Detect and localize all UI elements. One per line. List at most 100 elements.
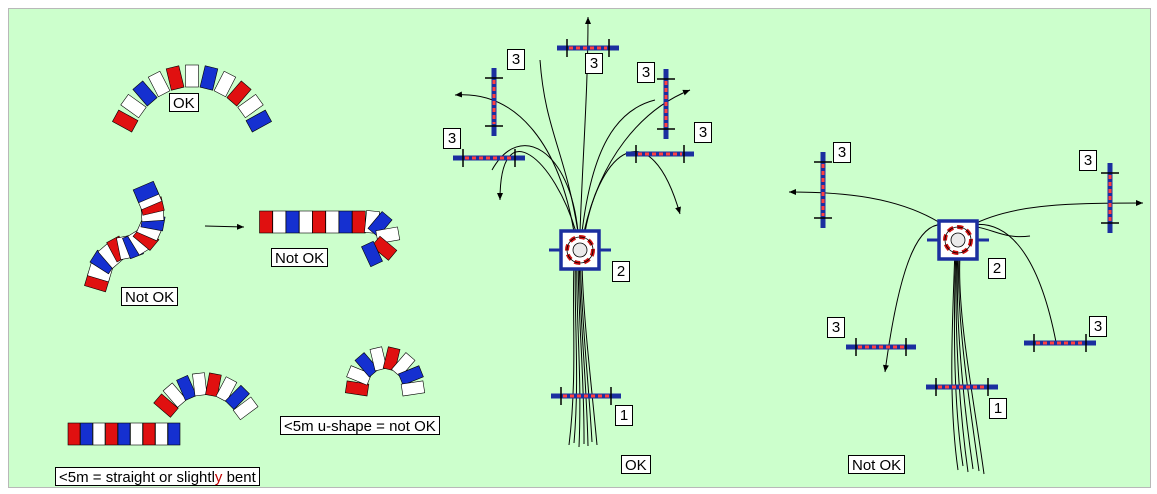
tunnel-hook-not-ok-label: Not OK: [271, 248, 329, 267]
right-run-path-lower: [953, 259, 964, 467]
tunnel-segment: [92, 422, 106, 446]
tunnel-not-ok-hook: [259, 210, 401, 268]
right-gate-lower-right: [1024, 334, 1096, 352]
tunnel-segment: [351, 210, 366, 234]
tire-outline: [566, 236, 594, 264]
tunnel-segment: [272, 210, 287, 234]
mid-tire: [549, 229, 611, 271]
obstacle-gates: [453, 39, 1119, 405]
mid-run-path-fan: [539, 59, 579, 233]
tunnel-segment: [192, 372, 208, 397]
tunnel-segment: [232, 396, 259, 421]
mid-run-path-lower: [579, 269, 589, 447]
tunnel-short-straight: [67, 422, 181, 446]
mid-gate-3-upper-right-label: 3: [637, 62, 655, 83]
right-tire: [927, 219, 989, 261]
mid-run-path-fan: [579, 16, 591, 233]
mid-diagram-caption: OK: [621, 455, 651, 474]
tunnel-segment: [237, 93, 264, 119]
right-gate-3-lower-right-label: 3: [1089, 316, 1107, 337]
tunnel-segment: [354, 352, 379, 378]
mid-run-path-lower: [580, 269, 593, 443]
mid-run-path-fan: [497, 151, 577, 233]
tunnel-segment: [325, 210, 340, 234]
mid-run-path-fan: [581, 99, 656, 233]
tunnel-segment: [226, 80, 252, 107]
right-diagram-caption: Not OK: [848, 455, 906, 474]
u-shape-rule-label: <5m u-shape = not OK: [280, 416, 440, 435]
right-run-path-lower: [956, 259, 974, 470]
right-run-path-lower: [951, 259, 959, 471]
run-paths: [204, 16, 1144, 475]
tunnel-segment: [105, 422, 118, 446]
tunnel-segment: [185, 64, 199, 88]
tunnel-segment: [67, 422, 81, 446]
tunnel-segment: [147, 70, 171, 98]
tire-hole: [950, 232, 966, 248]
mid-run-path-lower: [576, 269, 581, 448]
tunnel-segment: [285, 210, 300, 234]
tunnel-segment: [162, 382, 188, 408]
tunnel-segment: [344, 380, 370, 397]
right-gate-3-lower-left-label: 3: [827, 317, 845, 338]
mid-gate-start: [551, 387, 621, 405]
tunnel-segment: [367, 211, 393, 238]
tunnel-segment: [205, 372, 222, 398]
mid-gate-top: [557, 39, 619, 57]
right-tire-2-label: 2: [988, 258, 1006, 279]
mid-start-1-label: 1: [615, 405, 633, 426]
tunnel-tubes: [67, 64, 426, 446]
right-run-path-lower: [959, 259, 985, 475]
tunnel-segment: [224, 384, 250, 410]
right-run-path-lower: [955, 259, 969, 473]
right-gate-start: [926, 378, 998, 396]
mid-gate-3-right-label: 3: [694, 122, 712, 143]
tunnel-segment: [398, 365, 424, 386]
gate-bar: [557, 45, 619, 51]
mid-run-path-lower: [568, 269, 575, 446]
tunnel-segment: [215, 376, 238, 403]
mid-gate-3-top-label: 3: [585, 53, 603, 74]
right-gate-3-left-label: 3: [833, 142, 851, 163]
straight-rule-text-a: <5m = straight or slightl: [59, 469, 215, 486]
tunnel-segment: [165, 65, 185, 91]
tunnel-segment: [117, 422, 131, 446]
tunnel-segment: [371, 235, 398, 261]
right-gate-3-right-label: 3: [1079, 150, 1097, 171]
mid-gate-upper-left: [485, 68, 503, 136]
tunnel-segment: [338, 210, 353, 234]
tunnel-segment: [120, 93, 147, 119]
tunnel-segment: [142, 422, 156, 446]
mid-gate-3-left-label: 3: [443, 128, 461, 149]
tunnel-segment: [298, 210, 313, 234]
tunnel-segment: [346, 365, 372, 386]
tunnel-ok-arch: [112, 64, 272, 133]
tunnel-segment: [132, 80, 158, 107]
mid-gate-left: [453, 149, 525, 167]
tunnel-segment: [312, 210, 326, 234]
right-run-path-fan: [965, 223, 1057, 343]
mid-run-path-fan: [454, 91, 575, 233]
tire-outline: [944, 226, 972, 254]
tunnel-segment: [112, 109, 139, 133]
tunnel-segment: [199, 65, 219, 91]
tunnel-segment: [130, 422, 143, 446]
mid-run-path-lower: [577, 269, 585, 445]
tunnel-segment: [259, 210, 273, 234]
mid-run-path-lower: [573, 269, 578, 444]
tunnel-ok-label: OK: [169, 93, 199, 112]
right-start-1-label: 1: [989, 398, 1007, 419]
mid-tire-2-label: 2: [612, 261, 630, 282]
tunnel-snake-not-ok-label: Not OK: [121, 287, 179, 306]
gate-bar: [820, 152, 826, 228]
right-run-path-fan: [969, 200, 1144, 227]
tunnel-not-ok-snake: [84, 180, 166, 293]
tunnel-segment: [361, 240, 383, 268]
tunnel-u-shape: [344, 346, 426, 397]
mid-gate-3-upper-left-label: 3: [507, 49, 525, 70]
right-gate-lower-left: [846, 338, 916, 356]
right-gate-left: [814, 152, 832, 228]
tunnel-segment: [153, 393, 179, 418]
